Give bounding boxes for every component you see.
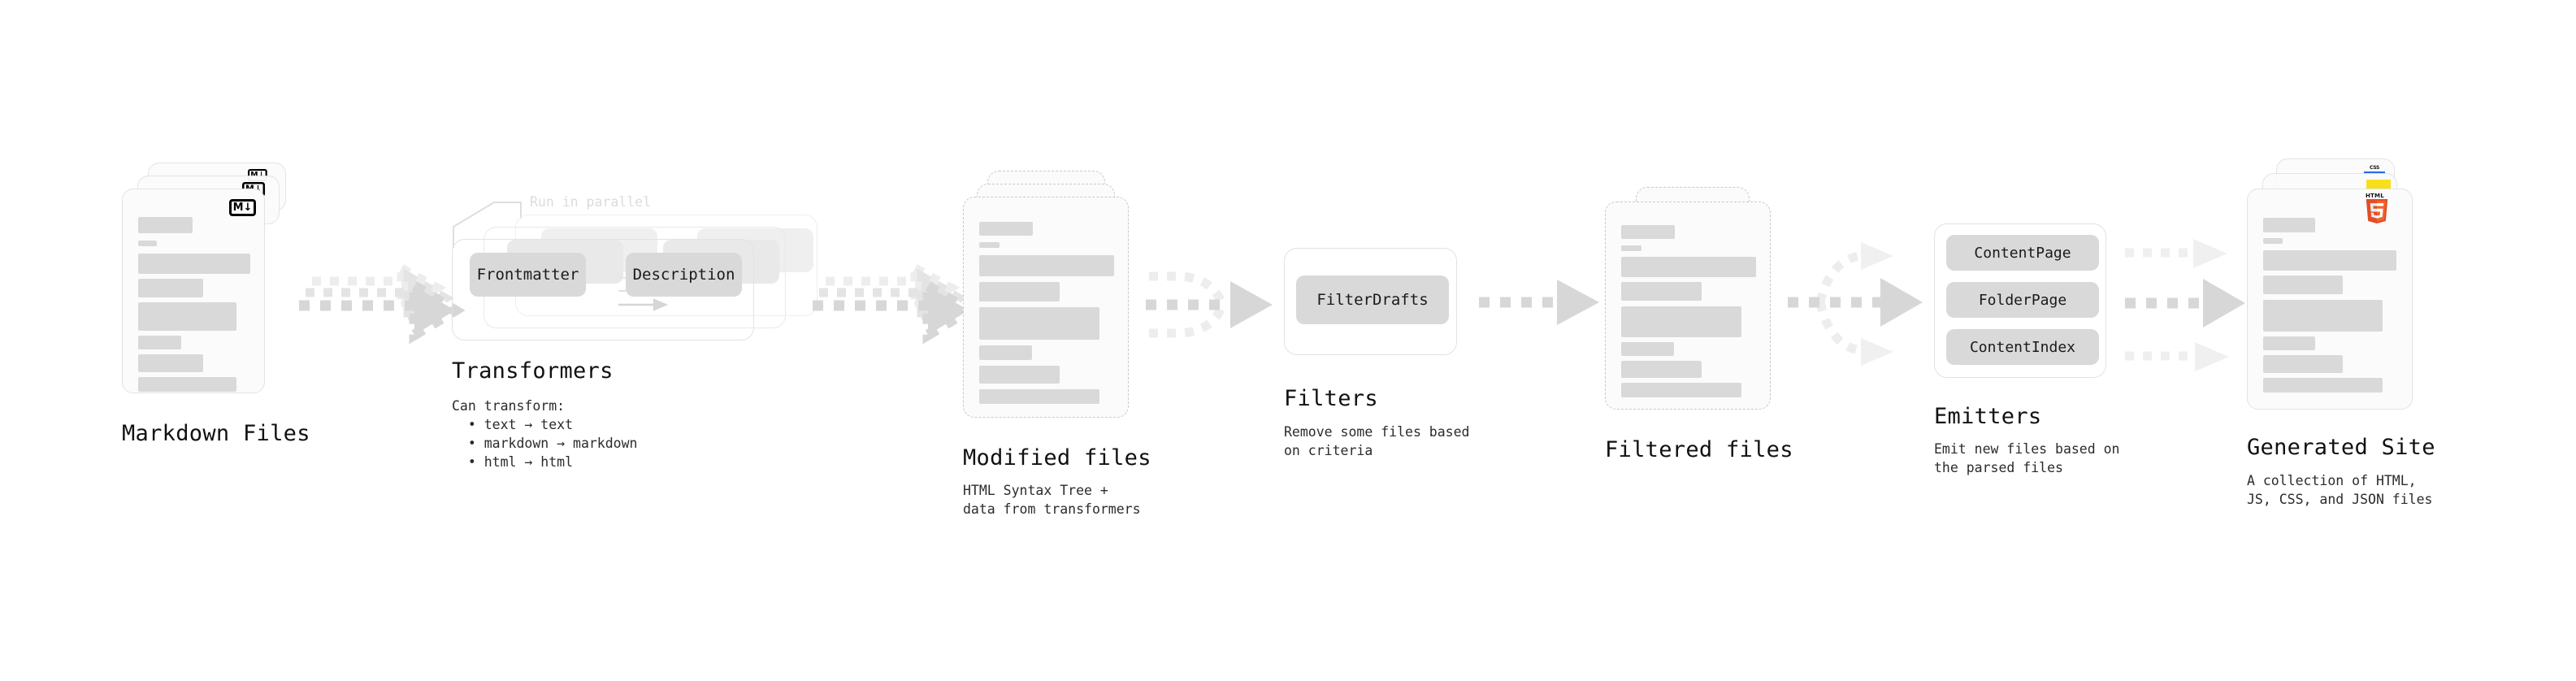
filtered-sheet-front <box>1605 202 1771 410</box>
stage-emitters: ContentPage FolderPage ContentIndex Emit… <box>1934 223 2119 475</box>
skeleton-bar <box>1621 361 1702 378</box>
stage-subtitle-generated-site: A collection of HTML, JS, CSS, and JSON … <box>2247 473 2433 507</box>
html5-icon-label: HTML <box>2366 193 2384 199</box>
arrow-filtered-to-emitters <box>1788 242 1923 366</box>
filtered-sheet-stack <box>1605 187 1780 431</box>
stage-title-transformers: Transformers <box>452 358 614 384</box>
stage-subtitle-filters: Remove some files based on criteria <box>1284 424 1470 458</box>
skeleton-bar <box>2263 275 2343 294</box>
skeleton-bar <box>979 345 1032 360</box>
skeleton-bar <box>138 377 236 392</box>
html5-icon <box>2366 199 2388 223</box>
markdown-sheet-stack: M↓ M↓ M↓ <box>122 163 297 423</box>
skeleton-bar <box>1621 245 1641 251</box>
arrow-filters-to-filtered <box>1479 280 1599 325</box>
arrow-markdown-to-transformers <box>299 260 466 345</box>
stage-subtitle-transformers: Can transform: • text → text • markdown … <box>452 398 638 470</box>
skeleton-bar <box>138 279 203 297</box>
stage-subtitle-modified-files: HTML Syntax Tree + data from transformer… <box>963 483 1141 517</box>
emitter-pill-contentindex[interactable]: ContentIndex <box>1946 329 2099 365</box>
emitter-pill-contentpage[interactable]: ContentPage <box>1946 235 2099 271</box>
css-icon: CSS <box>2364 165 2385 176</box>
stage-filtered-files: Filtered files <box>1605 187 1793 462</box>
markdown-sheet-front <box>122 189 265 393</box>
skeleton-bar <box>1621 342 1674 356</box>
filters-container: FilterDrafts <box>1284 248 1457 355</box>
skeleton-bar <box>979 389 1099 404</box>
filter-pill-filterdrafts[interactable]: FilterDrafts <box>1296 275 1449 324</box>
skeleton-bar <box>2263 355 2343 373</box>
stage-filters: FilterDrafts Filters Remove some files b… <box>1284 248 1469 458</box>
stage-title-generated-site: Generated Site <box>2247 435 2435 460</box>
parallel-bracket <box>453 202 522 248</box>
stage-title-markdown-files: Markdown Files <box>122 421 310 446</box>
modified-sheet-front <box>963 197 1129 418</box>
stage-title-filters: Filters <box>1284 386 1378 411</box>
skeleton-bar <box>2263 218 2315 232</box>
arrow-emitters-to-site <box>2125 239 2245 371</box>
css-icon-label: CSS <box>2370 165 2379 171</box>
site-sheet-html <box>2247 189 2413 410</box>
skeleton-bar <box>1621 225 1675 239</box>
stage-subtitle-emitters: Emit new files based on the parsed files <box>1934 441 2120 475</box>
markdown-icon: M↓ <box>229 199 256 216</box>
emitter-pill-folderpage[interactable]: FolderPage <box>1946 282 2099 318</box>
skeleton-bar <box>2263 300 2383 332</box>
skeleton-bar <box>2263 238 2283 244</box>
skeleton-bar <box>138 254 250 274</box>
site-sheet-stack: CSS <box>2247 158 2434 427</box>
stage-generated-site: CSS <box>2247 158 2435 507</box>
stage-markdown-files: M↓ M↓ M↓ Markdown Files <box>122 163 310 446</box>
stage-title-modified-files: Modified files <box>963 445 1151 471</box>
skeleton-bar <box>979 282 1060 301</box>
arrow-modified-to-filters <box>1146 271 1273 338</box>
parallel-annotation: Run in parallel <box>530 194 652 210</box>
skeleton-bar <box>1621 306 1741 337</box>
skeleton-bar <box>979 222 1033 236</box>
skeleton-bar <box>979 255 1114 276</box>
skeleton-bar <box>138 302 236 331</box>
transformer-container-front <box>452 239 754 340</box>
skeleton-bar <box>2263 378 2383 393</box>
stage-title-emitters: Emitters <box>1934 404 2042 429</box>
transformer-pill-description[interactable]: Description <box>626 253 742 297</box>
skeleton-bar <box>2263 336 2315 350</box>
stage-modified-files: Modified files HTML Syntax Tree + data f… <box>963 171 1151 517</box>
skeleton-bar <box>979 307 1099 340</box>
skeleton-bar <box>2263 250 2396 271</box>
skeleton-bar <box>1621 282 1702 301</box>
skeleton-bar <box>138 354 203 372</box>
skeleton-bar <box>138 217 193 233</box>
transformer-pill-frontmatter[interactable]: Frontmatter <box>470 253 586 297</box>
modified-sheet-stack <box>963 171 1138 431</box>
stage-title-filtered-files: Filtered files <box>1605 437 1793 462</box>
skeleton-bar <box>138 241 157 246</box>
skeleton-bar <box>1621 383 1741 397</box>
skeleton-bar <box>979 366 1060 384</box>
arrow-transformers-to-modified <box>813 260 979 345</box>
skeleton-bar <box>1621 257 1756 277</box>
skeleton-bar <box>979 242 1000 248</box>
skeleton-bar <box>138 336 181 349</box>
emitters-container: ContentPage FolderPage ContentIndex <box>1934 223 2106 378</box>
css-icon-bar <box>2364 171 2385 174</box>
